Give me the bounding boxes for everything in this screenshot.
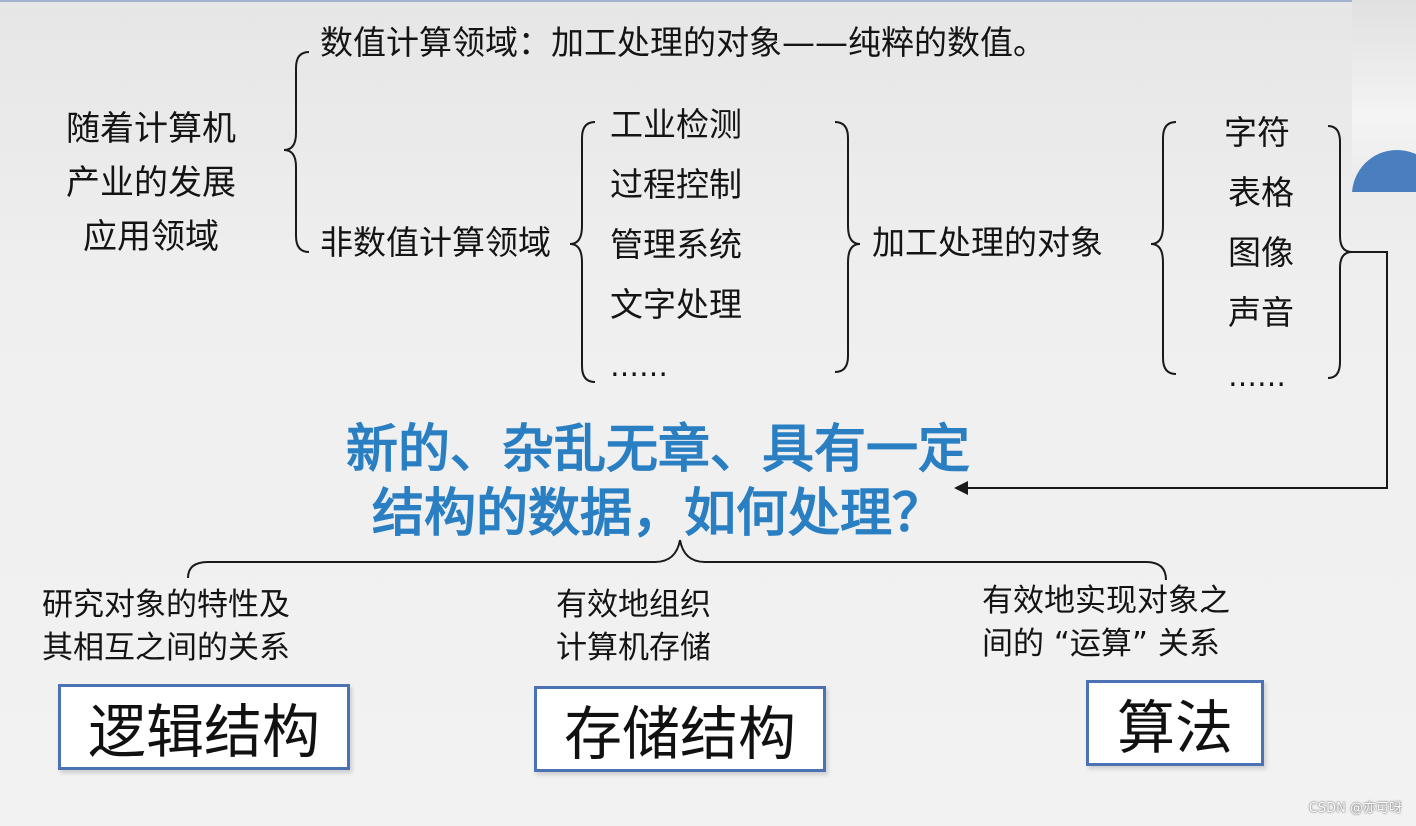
question-text: 新的、杂乱无章、具有一定 结构的数据，如何处理？: [345, 420, 970, 544]
non-numeric-domain-label: 非数值计算领域: [320, 223, 551, 262]
algorithm-box: 算法: [1086, 680, 1264, 766]
root-brace: [283, 51, 310, 253]
numeric-domain-label: 数值计算领域：加工处理的对象——纯粹的数值。: [320, 23, 1046, 62]
applications-right-brace: [834, 121, 861, 373]
application-item: 管理系统: [610, 225, 742, 264]
object-type-item: 表格: [1228, 173, 1294, 212]
application-item: 过程控制: [610, 165, 742, 204]
application-item: 工业检测: [610, 105, 742, 144]
application-item-ellipsis: ……: [610, 349, 668, 383]
storage-structure-box: 存储结构: [534, 686, 826, 772]
presenter-video-thumbnail: [1352, 0, 1416, 192]
object-type-item: 声音: [1228, 293, 1294, 332]
processing-objects-label: 加工处理的对象: [872, 223, 1103, 262]
object-type-item: 图像: [1228, 233, 1294, 272]
object-type-item: 字符: [1224, 113, 1290, 152]
arrow-head: [954, 481, 968, 495]
top-border-line: [0, 0, 1352, 2]
bottom-brace: [187, 539, 1167, 581]
logical-structure-description: 研究对象的特性及 其相互之间的关系: [42, 587, 290, 666]
storage-structure-description: 有效地组织 计算机存储: [556, 587, 711, 666]
application-item: 文字处理: [610, 285, 742, 324]
watermark: CSDN @亦可呀: [1308, 801, 1402, 816]
logical-structure-box: 逻辑结构: [58, 684, 350, 770]
arrow-connector: [966, 251, 1388, 489]
algorithm-description: 有效地实现对象之 间的 “运算” 关系: [982, 583, 1230, 662]
objects-right-brace: [1327, 125, 1353, 379]
object-type-item-ellipsis: ……: [1228, 359, 1286, 393]
applications-left-brace: [569, 121, 596, 383]
root-label: 随着计算机 产业的发展 应用领域: [66, 109, 236, 257]
objects-left-brace: [1150, 121, 1177, 375]
